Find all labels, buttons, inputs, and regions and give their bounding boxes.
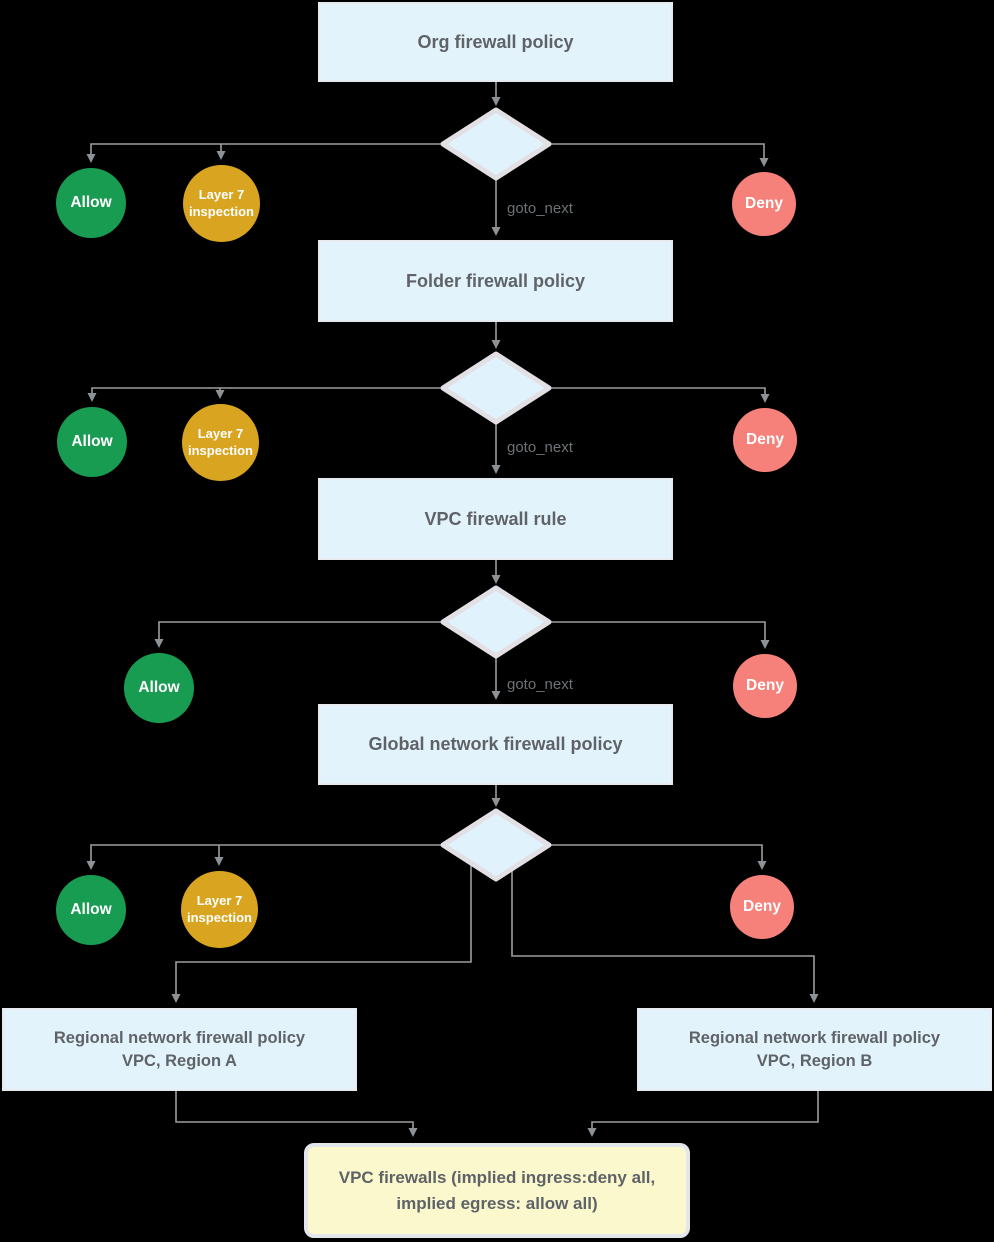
decision-diamond-1 [440,107,552,181]
node-label-line2: implied egress: allow all) [396,1193,598,1213]
node-label-line1: VPC firewalls (implied ingress:deny all, [338,1168,656,1187]
layer7-inspection-node-2: Layer 7 inspection [182,404,259,481]
layer7-inspection-node-1: Layer 7 inspection [183,165,260,242]
deny-label: Deny [743,898,781,915]
allow-label: Allow [70,194,112,211]
node-org-firewall-policy: Org firewall policy [318,2,673,82]
allow-node-1: Allow [56,168,126,238]
deny-label: Deny [746,677,784,694]
deny-node-4: Deny [730,875,794,939]
layer7-label-line2: inspection [187,442,253,458]
connector-decision4-to-allow4 [86,844,443,870]
decision-diamond-2 [440,351,552,425]
connector-decision4-to-region-b [511,845,819,1003]
node-vpc-firewalls-implied: VPC firewalls (implied ingress:deny all,… [304,1143,690,1238]
layer7-label-line1: Layer 7 [196,893,243,909]
allow-node-4: Allow [56,875,126,945]
node-global-network-firewall-policy: Global network firewall policy [318,704,673,785]
node-regional-firewall-policy-b: Regional network firewall policy VPC, Re… [637,1008,992,1091]
layer7-label-line1: Layer 7 [197,426,244,442]
goto-next-label-1: goto_next [507,200,573,217]
allow-node-2: Allow [57,407,127,477]
allow-node-3: Allow [124,653,194,723]
deny-node-2: Deny [733,408,797,472]
node-label-line2: VPC, Region B [756,1051,873,1070]
connector-decision1-to-allow1 [86,143,443,163]
allow-label: Allow [70,901,112,918]
connector-decision3-to-allow3 [154,621,443,648]
connector-decision2-to-deny2 [549,387,770,403]
node-label: Org firewall policy [417,31,574,52]
allow-label: Allow [138,679,180,696]
decision-diamond-3 [440,585,552,659]
connector-decision2-to-allow2 [87,387,443,402]
node-label-line1: Regional network firewall policy [688,1029,941,1048]
deny-label: Deny [745,195,783,212]
node-regional-firewall-policy-a: Regional network firewall policy VPC, Re… [2,1008,357,1091]
node-vpc-firewall-rule: VPC firewall rule [318,478,673,560]
allow-label: Allow [71,433,113,450]
node-label-line2: VPC, Region A [122,1051,237,1070]
connector-decision4-to-deny4 [549,844,767,870]
node-label: Folder firewall policy [405,270,586,291]
layer7-label-line2: inspection [186,909,252,925]
decision-diamond-4 [440,808,552,882]
goto-next-label-2: goto_next [507,439,573,456]
deny-node-1: Deny [732,172,796,236]
node-label-line1: Regional network firewall policy [53,1029,306,1048]
deny-node-3: Deny [733,654,797,718]
connector-decision1-to-deny1 [549,143,769,167]
layer7-label-line1: Layer 7 [198,187,245,203]
goto-next-label-3: goto_next [507,676,573,693]
layer7-inspection-node-4: Layer 7 inspection [181,871,258,948]
layer7-label-line2: inspection [188,203,254,219]
node-folder-firewall-policy: Folder firewall policy [318,240,673,322]
deny-label: Deny [746,431,784,448]
node-label: VPC firewall rule [424,508,567,529]
connector-decision4-to-region-a [171,845,472,1003]
connector-region-b-to-vpcfirewalls [587,1091,819,1137]
node-label: Global network firewall policy [368,734,623,755]
connector-region-a-to-vpcfirewalls [175,1091,418,1137]
connector-decision3-to-deny3 [549,621,770,649]
